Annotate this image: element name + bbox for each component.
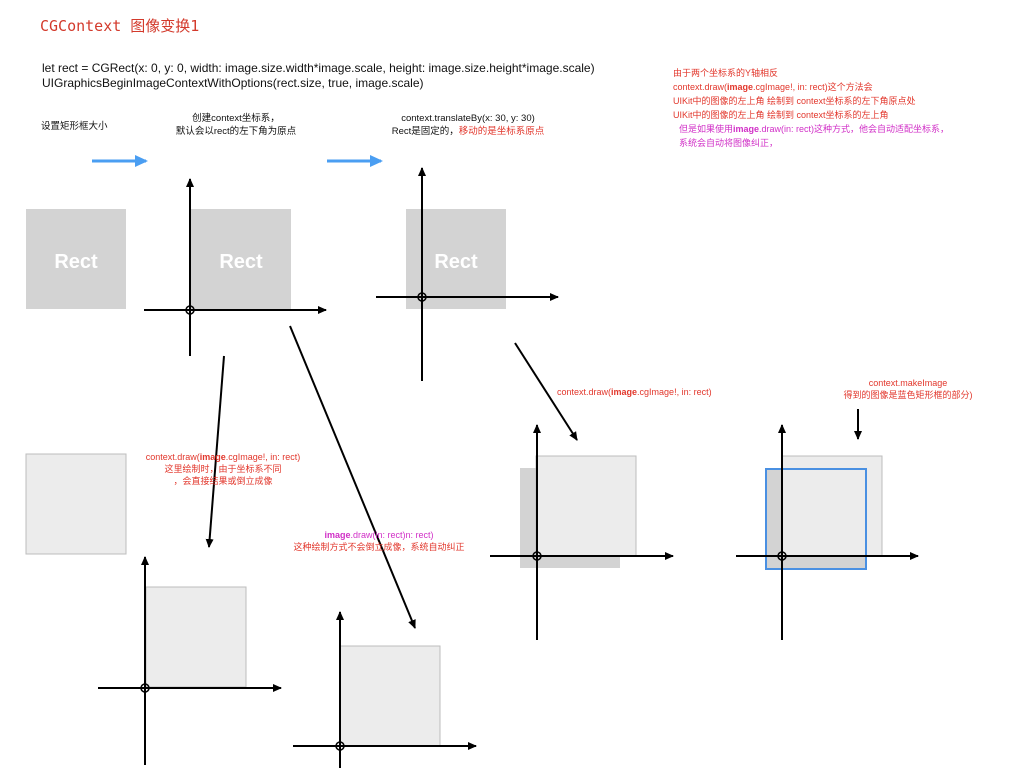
label-context-draw-a: context.draw(image.cgImage!, in: rect) 这… — [146, 452, 301, 488]
code-line-2: UIGraphicsBeginImageContextWithOptions(r… — [42, 76, 424, 90]
label-a-line-1: context.draw(image.cgImage!, in: rect) — [146, 452, 301, 464]
coord-system-c — [490, 424, 674, 640]
step-3-line-1: context.translateBy(x: 30, y: 30) — [401, 113, 535, 124]
explain-line-5-a: 但是如果使用 — [679, 123, 734, 134]
explanation-note: 由于两个坐标系的Y轴相反 context.draw(image.cgImage!… — [673, 67, 949, 151]
explain-line-1: 由于两个坐标系的Y轴相反 — [673, 68, 779, 78]
flow-arrow-draw — [205, 355, 225, 548]
explain-line-6: 系统会自动将图像纠正， — [679, 137, 779, 148]
step-1-label: 设置矩形框大小 — [41, 121, 108, 132]
explain-line-3: UIKit中的图像的左上角 绘制到 context坐标系的左下角原点处 — [673, 95, 916, 106]
label-b-line-1: image.draw(in: rect)n: rect) — [293, 530, 464, 542]
step-3-label: context.translateBy(x: 30, y: 30) Rect是固… — [392, 113, 545, 138]
explain-line-2-c: .cgImage!, in: rect)这个方法会 — [753, 81, 873, 92]
coord-system-3 — [376, 167, 559, 381]
make-image-selection — [765, 468, 867, 570]
upright-photo-b — [339, 645, 441, 747]
label-c-a: context.draw( — [557, 387, 612, 397]
flow-arrow-translated — [514, 342, 578, 441]
coord-system-d — [736, 424, 919, 640]
source-photo — [25, 453, 127, 555]
step-2-label: 创建context坐标系， 默认会以rect的左下角为原点 — [176, 113, 296, 138]
explain-line-4: UIKit中的图像的左上角 绘制到 context坐标系的左上角 — [673, 109, 889, 120]
label-a-line-2: 这里绘制时，由于坐标系不同 — [164, 463, 282, 474]
coord-system-a — [98, 556, 282, 765]
flipped-photo-a — [145, 586, 247, 688]
label-b-line-1-a: image — [324, 530, 351, 540]
rect-label-2: Rect — [219, 251, 263, 273]
code-block: let rect = CGRect(x: 0, y: 0, width: ima… — [42, 61, 595, 91]
explain-line-2: context.draw(image.cgImage!, in: rect)这个… — [673, 81, 949, 95]
explain-line-2-b: image — [727, 81, 754, 92]
label-a-line-3: ，会直接结果或倒立成像 — [173, 475, 273, 486]
step-2-line-2: 默认会以rect的左下角为原点 — [175, 125, 297, 137]
explain-line-5-b: image — [733, 123, 760, 134]
coord-system-2 — [144, 178, 327, 356]
rect-label-1: Rect — [54, 251, 98, 273]
rect-box-1 — [26, 209, 126, 309]
label-c-b: image — [611, 387, 638, 397]
step-3-line-2: Rect是固定的，移动的是坐标系原点 — [392, 126, 545, 139]
flow-arrow-uikit — [289, 325, 416, 629]
code-line-1: let rect = CGRect(x: 0, y: 0, width: ima… — [42, 61, 595, 75]
rect-label-3: Rect — [434, 251, 478, 273]
label-b-line-2: 这种绘制方式不会倒立成像，系统自动纠正 — [293, 541, 465, 552]
explain-line-5-c: .draw(in: rect)这种方式，他会自动适配坐标系， — [759, 123, 950, 134]
label-a-line-1-a: context.draw( — [145, 452, 200, 462]
label-uikit-draw: image.draw(in: rect)n: rect) 这种绘制方式不会倒立成… — [293, 530, 464, 554]
explain-line-5: 但是如果使用image.draw(in: rect)这种方式，他会自动适配坐标系… — [673, 123, 949, 137]
label-c-c: .cgImage!, in: rect) — [637, 387, 712, 397]
step-3-text-fixed: Rect是固定的， — [391, 125, 459, 137]
flipped-photo-c — [535, 455, 637, 557]
step-3-text-moving: 移动的是坐标系原点 — [458, 125, 545, 137]
label-a-line-1-b: image — [199, 452, 226, 462]
label-b-line-1-b: .draw(in: rect)n: rect) — [350, 530, 434, 540]
label-a-line-1-c: .cgImage!, in: rect) — [225, 452, 301, 462]
explain-line-2-a: context.draw( — [673, 81, 728, 92]
step-2-line-1: 创建context坐标系， — [192, 113, 280, 124]
label-make-image: context.makeImage 得到的图像是蓝色矩形框的部分) — [844, 378, 973, 402]
coord-system-b — [293, 611, 477, 768]
rect-box-2 — [191, 209, 291, 309]
diagram-title: CGContext 图像变换1 — [40, 17, 200, 35]
label-d-line-2: 得到的图像是蓝色矩形框的部分) — [843, 389, 973, 400]
label-d-line-1: context.makeImage — [868, 378, 948, 388]
label-context-draw-c: context.draw(image.cgImage!, in: rect) — [557, 387, 712, 399]
